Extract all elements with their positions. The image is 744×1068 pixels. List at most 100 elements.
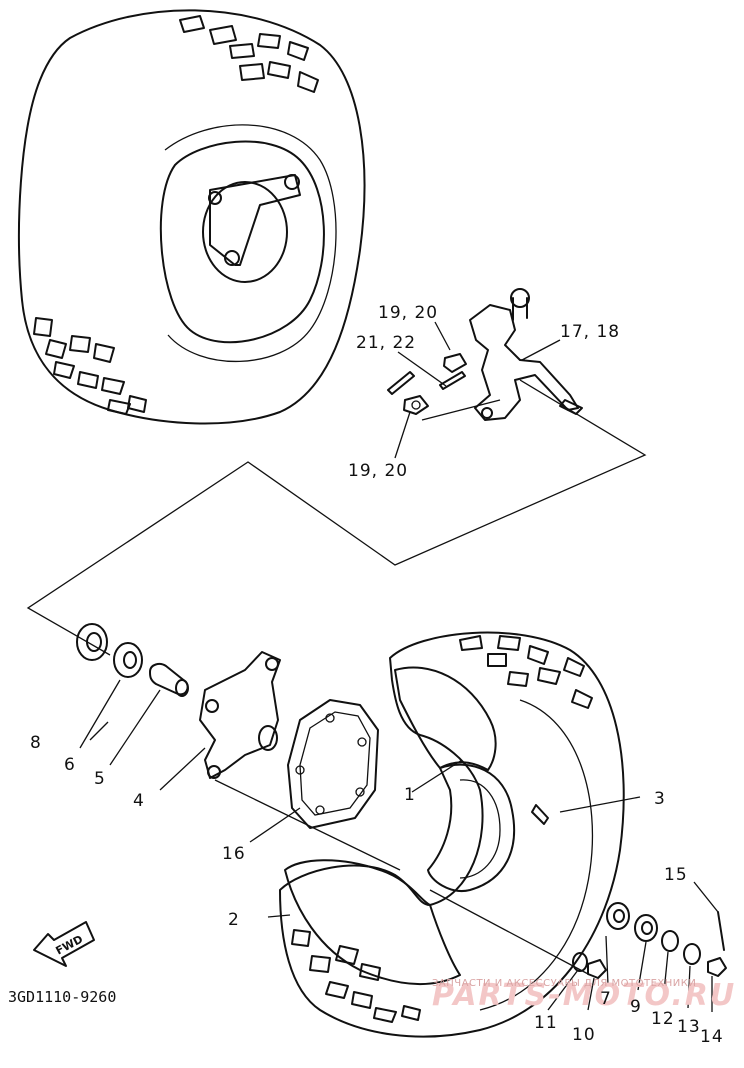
oil-seal-8 <box>76 623 108 661</box>
leader-6 <box>79 679 121 749</box>
leader-2 <box>267 914 291 918</box>
leader-15 <box>693 881 719 913</box>
small-hardware <box>547 881 727 1012</box>
bearing-6 <box>113 642 143 678</box>
bearing-7 <box>606 902 630 930</box>
leader-11 <box>547 969 579 1011</box>
upper-tire-outline <box>18 9 366 425</box>
callout-21-22: 21, 22 <box>356 333 416 353</box>
nut-19-20-upper <box>443 353 467 373</box>
callout-5: 5 <box>94 769 106 789</box>
assembly-frame-lines <box>26 379 647 976</box>
nut-14 <box>707 957 727 977</box>
callout-19-20-bottom: 19, 20 <box>348 461 408 481</box>
tire-2-upper-half <box>394 666 497 771</box>
hub-parts <box>76 623 379 843</box>
cotter-pin-21-22 <box>387 371 415 395</box>
wheel-hub-4 <box>199 651 281 779</box>
upper-hub-bolt <box>208 191 222 205</box>
upper-tread-lugs <box>33 15 319 415</box>
washer-11 <box>572 952 588 972</box>
oil-seal-9 <box>634 914 658 942</box>
knuckle-arm <box>512 297 528 321</box>
upper-tire-sidewall <box>164 124 337 363</box>
valve-stem-3 <box>531 804 549 825</box>
cotter-pin-21-22 <box>439 371 466 390</box>
rim-1-lip <box>459 779 501 879</box>
washer-13 <box>683 943 701 965</box>
forward-direction-badge: FWD <box>33 921 95 967</box>
oil-seal-8-inner <box>86 632 102 652</box>
nut-10 <box>587 959 607 979</box>
leader-8 <box>89 721 109 741</box>
tire-2-outer <box>279 631 625 1038</box>
callout-6: 6 <box>64 755 76 775</box>
callout-15: 15 <box>664 865 688 885</box>
leader-5 <box>109 689 161 766</box>
cotter-pin-15 <box>717 911 725 951</box>
watermark-tagline: ЗАПЧАСТИ И АКСЕССУАРЫ ДЛЯ МОТОТЕХНИКИ <box>432 978 696 989</box>
leader-7 <box>605 935 609 986</box>
leader-12 <box>662 951 669 1003</box>
knuckle-spindle-tip <box>559 399 583 415</box>
watermark-brand: PARTS-MOTO.RU <box>432 978 736 1013</box>
upper-hub-bolt <box>284 174 300 190</box>
fwd-arrow-icon <box>33 921 95 967</box>
knuckle-top-boss <box>510 288 530 308</box>
tire-2-sidewall <box>479 699 594 1011</box>
leader-1 <box>411 759 463 793</box>
leader-21-22 <box>397 351 447 387</box>
diagram-code: 3GD1110-9260 <box>8 988 116 1006</box>
upper-hub-flange <box>209 174 301 266</box>
leader-10 <box>587 977 595 1011</box>
callout-3: 3 <box>654 789 666 809</box>
callout-9: 9 <box>630 997 642 1017</box>
callout-17-18: 17, 18 <box>560 322 620 342</box>
callout-7: 7 <box>600 989 612 1009</box>
hub-stud <box>205 699 219 713</box>
callout-10: 10 <box>572 1025 596 1045</box>
leader-9 <box>637 941 647 991</box>
bearing-6-inner <box>123 651 137 669</box>
leader-19-20-top <box>434 321 451 351</box>
callout-19-20-top: 19, 20 <box>378 303 438 323</box>
spacer-5 <box>149 663 189 696</box>
spacer-5-end <box>175 679 189 697</box>
callout-labels: 19, 20 21, 22 17, 18 19, 20 8 6 5 4 1 3 … <box>30 303 723 1047</box>
rim-1 <box>427 763 516 892</box>
upper-hub-bolt <box>224 250 240 266</box>
washer-12 <box>661 930 679 952</box>
steering-knuckle-group <box>387 288 583 459</box>
leader-16 <box>249 807 301 843</box>
bearing-7-inner <box>613 909 625 923</box>
callout-13: 13 <box>677 1017 701 1037</box>
brake-disc-16-inner <box>299 711 371 816</box>
upper-hub-center <box>202 181 288 283</box>
knuckle-lower-hole <box>481 407 493 419</box>
lower-wheel-assembly <box>267 631 641 1038</box>
leader-17-18 <box>521 339 561 361</box>
leader-4 <box>159 747 206 791</box>
callout-11: 11 <box>534 1013 558 1033</box>
oil-seal-9-inner <box>641 921 653 935</box>
callout-1: 1 <box>404 785 416 805</box>
upper-tire-inner-rim <box>159 140 325 344</box>
steering-knuckle <box>469 304 579 421</box>
leader-19-20-bottom <box>394 411 411 459</box>
callout-8: 8 <box>30 733 42 753</box>
nut-19-20-lower <box>403 395 429 415</box>
callout-12: 12 <box>651 1009 675 1029</box>
callout-2: 2 <box>228 910 240 930</box>
hub-stud <box>265 657 279 671</box>
nut-hole <box>411 400 421 410</box>
callout-16: 16 <box>222 844 246 864</box>
brake-disc-16 <box>287 699 379 829</box>
callout-4: 4 <box>133 791 145 811</box>
upper-wheel-assembly <box>18 9 366 425</box>
leader-knuckle <box>421 399 501 421</box>
leader-13 <box>687 965 691 1009</box>
hub-center-boss <box>258 725 278 751</box>
leader-3 <box>559 796 641 813</box>
tire-2-lower-half <box>284 859 461 985</box>
